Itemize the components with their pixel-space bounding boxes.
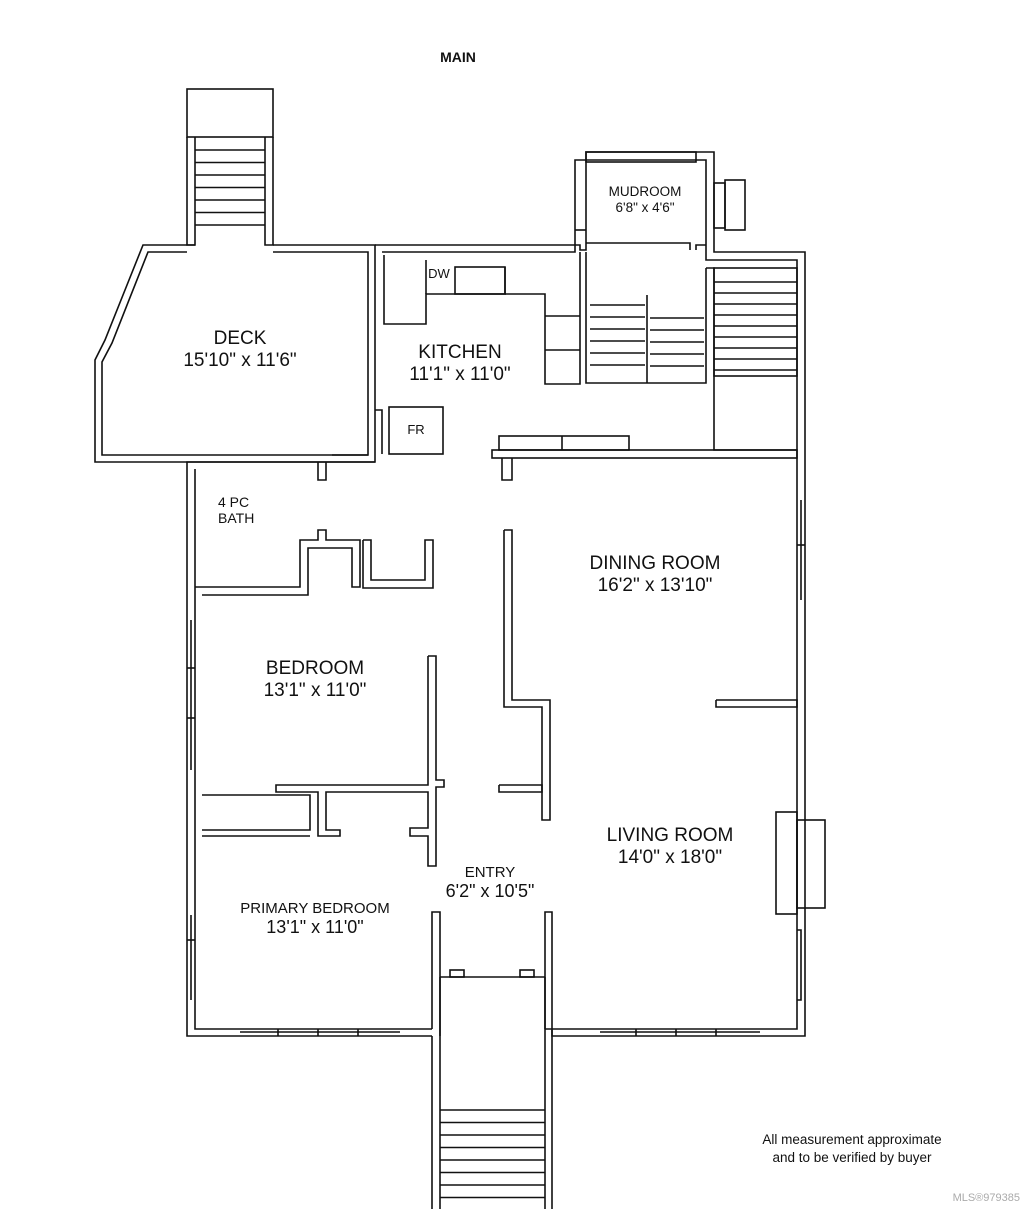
kitchen-dims: 11'1" x 11'0" xyxy=(409,363,511,385)
disclaimer-line2: and to be verified by buyer xyxy=(772,1149,932,1165)
kitchen-label: KITCHEN 11'1" x 11'0" xyxy=(390,342,530,386)
deck-label: DECK 15'10" x 11'6" xyxy=(170,328,310,372)
disclaimer: All measurement approximate and to be ve… xyxy=(712,1131,992,1166)
deck-name: DECK xyxy=(213,328,267,349)
deck-outline xyxy=(94,244,376,463)
fridge-label: FR xyxy=(407,422,425,437)
entry-name: ENTRY xyxy=(464,864,516,881)
primary-name: PRIMARY BEDROOM xyxy=(240,900,390,917)
disclaimer-line1: All measurement approximate xyxy=(762,1132,942,1147)
bedroom-label: BEDROOM 13'1" x 11'0" xyxy=(240,658,390,702)
mudroom-dims: 6'8" x 4'6" xyxy=(615,199,675,215)
floor-title: MAIN xyxy=(440,49,476,65)
entry-label: ENTRY 6'2" x 10'5" xyxy=(425,864,555,902)
interior-walls xyxy=(187,435,826,1036)
mudroom-label: MUDROOM 6'8" x 4'6" xyxy=(590,184,700,215)
deck-dims: 15'10" x 11'6" xyxy=(183,349,297,371)
back-stairs xyxy=(585,252,798,451)
bath-label: 4 PC BATH xyxy=(218,494,274,526)
kitchen-fixtures xyxy=(375,252,581,455)
mls-watermark: MLS®979385 xyxy=(952,1192,1020,1204)
deck-stairs xyxy=(186,88,274,246)
living-name: LIVING ROOM xyxy=(606,825,734,846)
dining-label: DINING ROOM 16'2" x 13'10" xyxy=(570,553,740,597)
dining-name: DINING ROOM xyxy=(589,553,721,574)
primary-dims: 13'1" x 11'0" xyxy=(266,917,364,938)
front-stairs xyxy=(431,977,553,1209)
bath-name-line1: 4 PC xyxy=(218,494,250,510)
bedroom-dims: 13'1" x 11'0" xyxy=(263,679,367,701)
entry-dims: 6'2" x 10'5" xyxy=(445,881,535,902)
bedroom-name: BEDROOM xyxy=(265,658,365,679)
living-dims: 14'0" x 18'0" xyxy=(617,846,723,868)
mudroom-walls xyxy=(575,151,746,250)
bath-name-line2: BATH xyxy=(218,510,255,527)
dishwasher-label: DW xyxy=(428,266,450,281)
living-label: LIVING ROOM 14'0" x 18'0" xyxy=(585,825,755,869)
primary-label: PRIMARY BEDROOM 13'1" x 11'0" xyxy=(220,900,410,938)
mudroom-name: MUDROOM xyxy=(608,184,682,199)
kitchen-name: KITCHEN xyxy=(418,342,502,363)
dining-dims: 16'2" x 13'10" xyxy=(597,574,713,596)
